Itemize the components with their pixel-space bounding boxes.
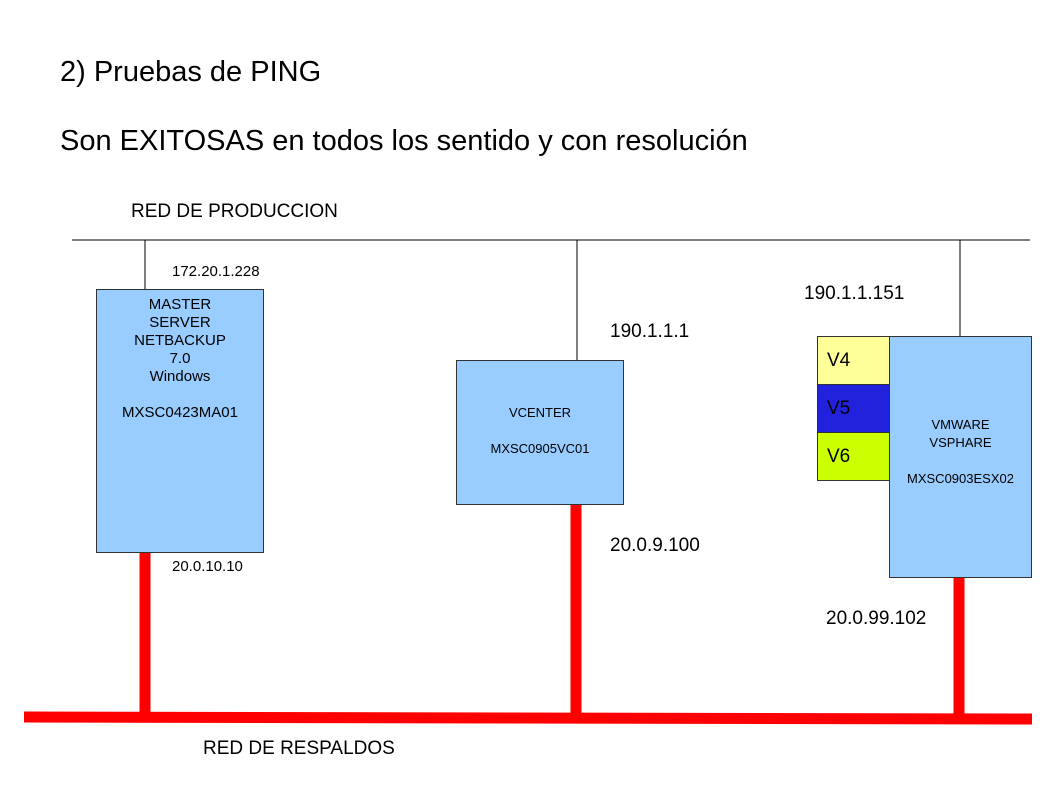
- master-line: [97, 386, 263, 404]
- vmware-backup-ip: 20.0.99.102: [826, 608, 927, 629]
- master-line: NETBACKUP: [134, 332, 226, 349]
- vmware-line: [890, 452, 1031, 470]
- vm-v4[interactable]: V4: [817, 336, 890, 385]
- vcenter-line: VCENTER: [508, 405, 572, 420]
- vmware-production-ip: 190.1.1.151: [804, 283, 905, 304]
- vcenter-backup-ip: 20.0.9.100: [610, 535, 700, 556]
- backup-network-line: [23, 711, 1033, 725]
- vcenter-hostname: MXSC0905VC01: [490, 441, 590, 456]
- vmware-box[interactable]: VMWARE VSPHARE MXSC0903ESX02: [889, 336, 1032, 578]
- vm-v5-label: V5: [827, 397, 851, 419]
- vmware-line: VMWARE: [931, 417, 990, 432]
- master-line: 7.0: [169, 350, 191, 367]
- vcenter-line: [457, 422, 623, 440]
- master-line: Windows: [149, 368, 211, 385]
- backup-network-label: RED DE RESPALDOS: [203, 738, 395, 759]
- master-hostname: MXSC0423MA01: [122, 404, 238, 421]
- master-server-box[interactable]: MASTER SERVER NETBACKUP 7.0 Windows MXSC…: [96, 289, 264, 553]
- page-subtitle: Son EXITOSAS en todos los sentido y con …: [60, 125, 748, 157]
- vcenter-production-ip: 190.1.1.1: [610, 321, 690, 342]
- production-network-label: RED DE PRODUCCION: [131, 201, 338, 222]
- vcenter-box[interactable]: VCENTER MXSC0905VC01: [456, 360, 624, 505]
- vm-v4-label: V4: [827, 349, 851, 371]
- master-line: MASTER: [148, 296, 212, 313]
- master-backup-ip: 20.0.10.10: [172, 558, 243, 575]
- vm-v6-label: V6: [827, 445, 851, 467]
- master-production-ip: 172.20.1.228: [172, 263, 260, 280]
- vmware-hostname: MXSC0903ESX02: [907, 471, 1014, 486]
- vm-v5[interactable]: V5: [817, 384, 890, 433]
- master-line: SERVER: [149, 314, 211, 331]
- vm-v6[interactable]: V6: [817, 432, 890, 481]
- page-title: 2) Pruebas de PING: [60, 56, 322, 88]
- vmware-line: VSPHARE: [929, 435, 992, 450]
